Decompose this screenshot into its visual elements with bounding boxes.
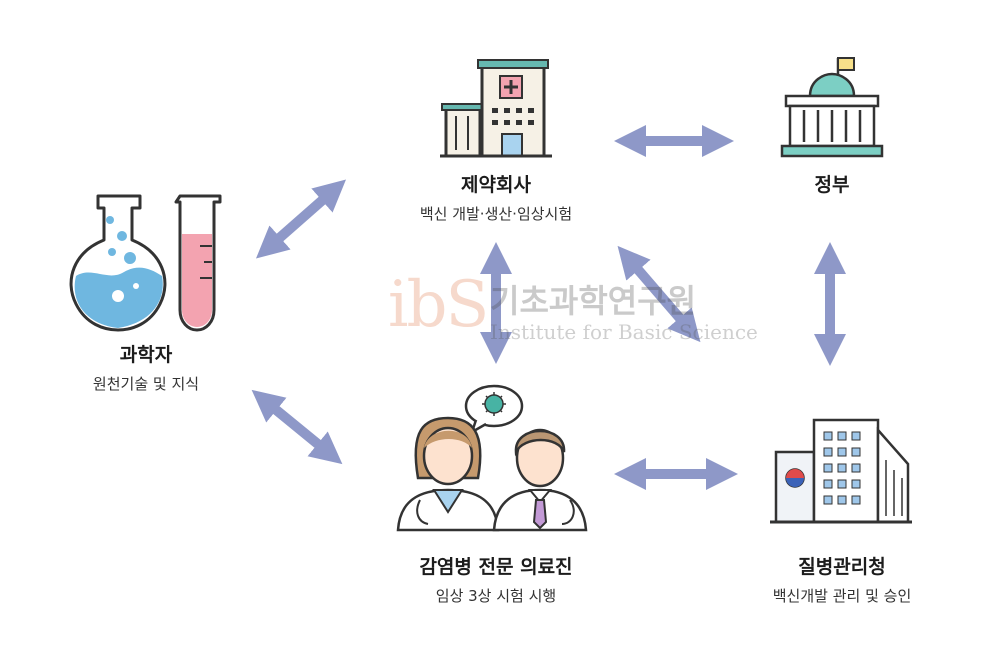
kdca-title: 질병관리청 <box>798 556 886 578</box>
arrows <box>251 124 847 491</box>
hospital-building-icon <box>440 59 552 158</box>
kdca-subtitle: 백신개발 관리 및 승인 <box>772 587 912 605</box>
male-doctor-icon <box>492 428 588 532</box>
scientist-title: 과학자 <box>119 344 173 366</box>
doctors-title: 감염병 전문 의료진 <box>419 556 573 578</box>
scientist-node: 과학자 원천기술 및 지식 <box>16 340 276 394</box>
doctors-subtitle: 임상 3상 시험 시행 <box>435 587 557 605</box>
government-title: 정부 <box>814 174 850 196</box>
ibs-watermark: ibS 기초과학연구원 Institute for Basic Science <box>388 268 758 358</box>
kdca-node: 질병관리청 백신개발 관리 및 승인 <box>712 552 972 606</box>
arrow-scientist-doctors <box>251 389 343 465</box>
flask-icon <box>69 194 167 332</box>
test-tube-icon <box>174 194 222 332</box>
arrow-scientist-pharma <box>255 179 347 259</box>
virus-icon <box>482 392 506 416</box>
ibs-logo: ibS <box>388 268 489 342</box>
pharma-title: 제약회사 <box>461 174 531 196</box>
pharma-node: 제약회사 백신 개발·생산·임상시험 <box>366 170 626 224</box>
female-doctor-icon <box>396 416 500 532</box>
doctors-node: 감염병 전문 의료진 임상 3상 시험 시행 <box>346 552 646 606</box>
government-node: 정부 <box>702 170 962 197</box>
ibs-korean-name: 기초과학연구원 <box>490 282 697 320</box>
ibs-english-name: Institute for Basic Science <box>490 320 758 344</box>
pharma-subtitle: 백신 개발·생산·임상시험 <box>419 205 573 223</box>
arrow-pharma-kdca <box>617 245 701 343</box>
scientist-subtitle: 원천기술 및 지식 <box>92 375 200 393</box>
kdca-building-icon <box>770 418 912 524</box>
government-building-icon <box>780 57 884 158</box>
